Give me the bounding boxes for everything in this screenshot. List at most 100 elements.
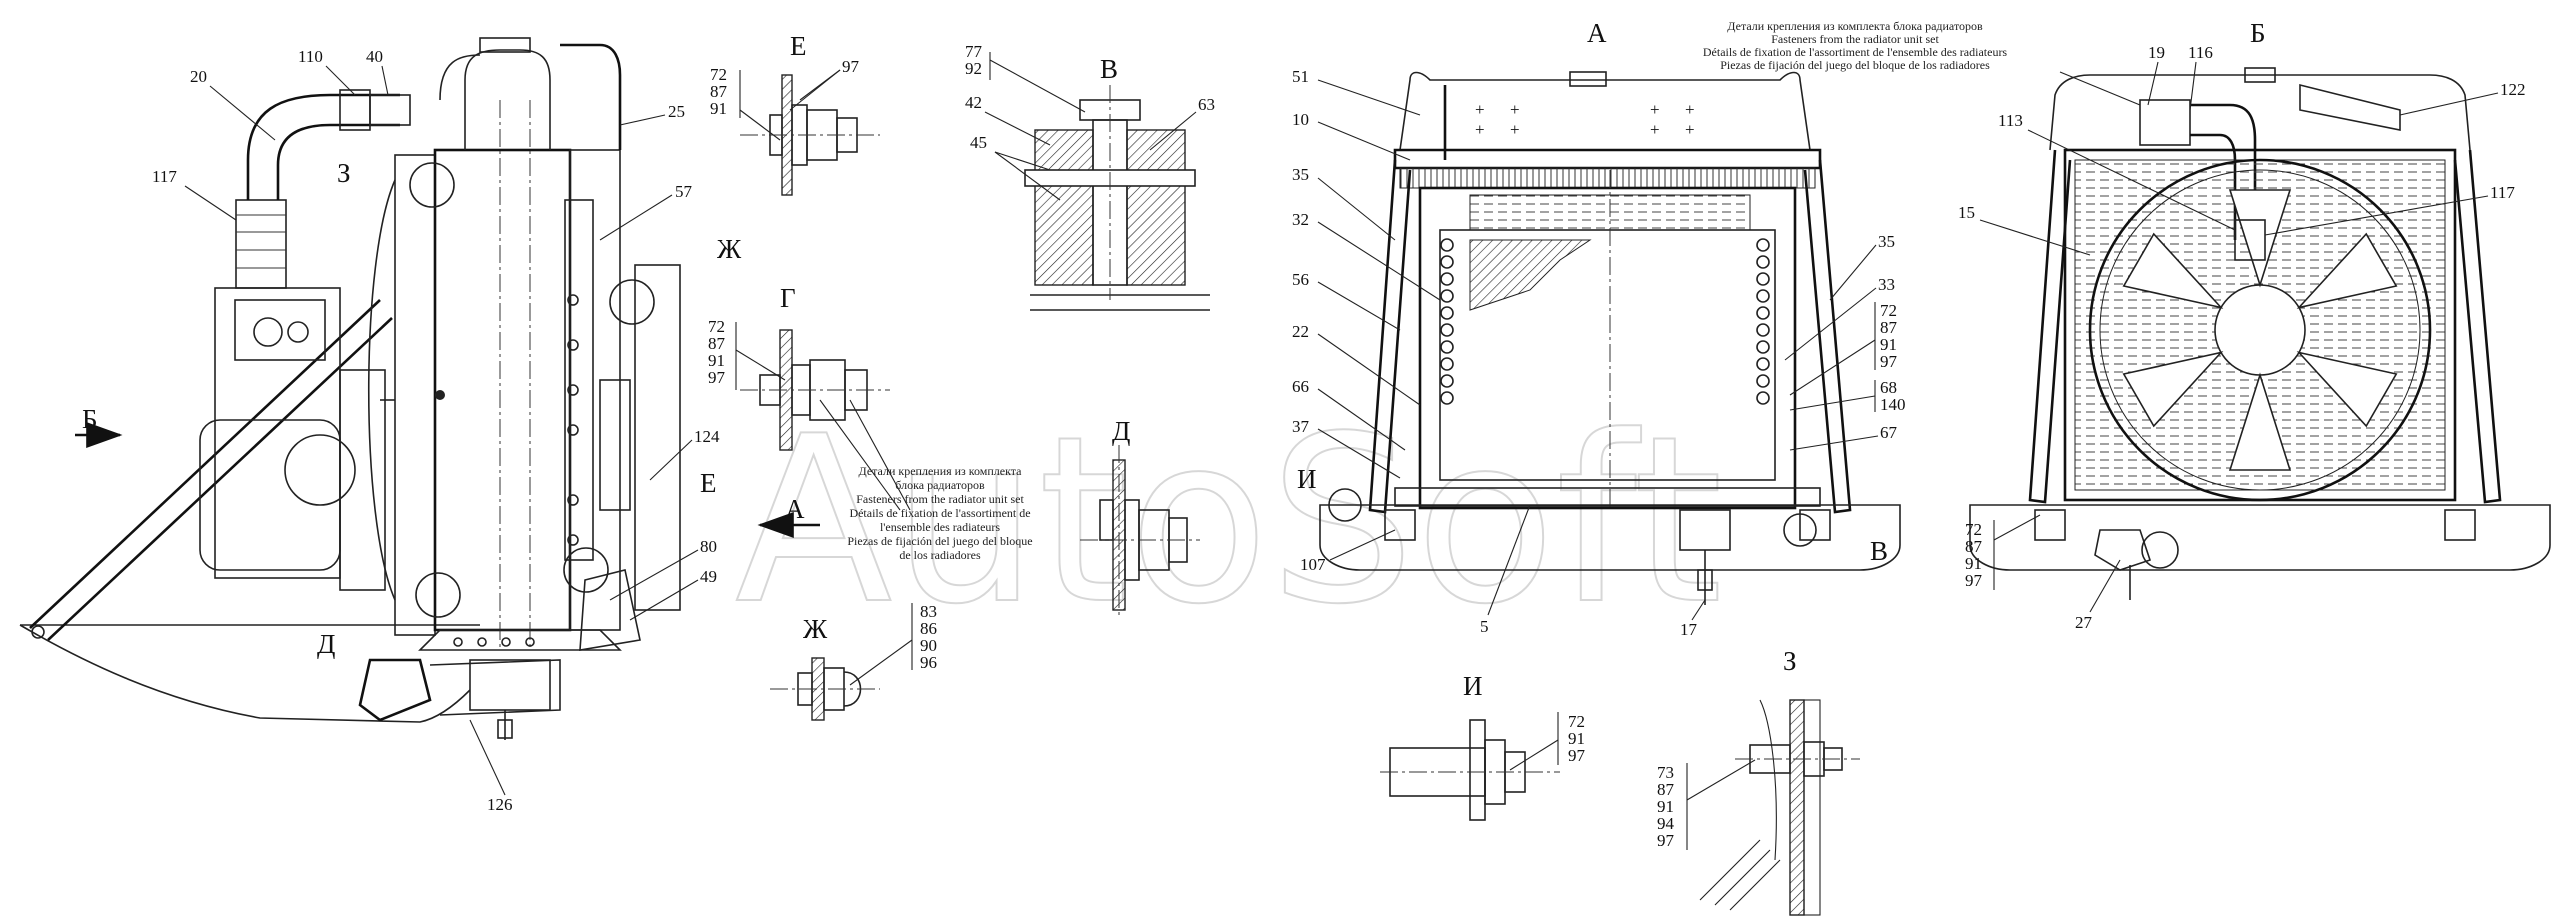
detail-e-callout-87: 87 xyxy=(710,82,728,101)
callout-19: 19 xyxy=(2148,43,2165,62)
detail-v-callout-77: 77 xyxy=(965,42,983,61)
callout-10: 10 xyxy=(1292,110,1309,129)
detail-e-callout-97: 97 xyxy=(842,57,860,76)
detail-zh: Ж 83 86 90 96 xyxy=(770,602,937,721)
detail-v-marker: В xyxy=(1870,536,1888,566)
front-view-right-callouts: 35 33 72 87 91 97 68 140 67 5 17 xyxy=(1480,232,1906,639)
rear-callout-97: 97 xyxy=(1965,571,1983,590)
svg-text:+: + xyxy=(1510,100,1520,119)
detail-v-title: В xyxy=(1100,54,1118,84)
rear-callout-72: 72 xyxy=(1965,520,1982,539)
side-view-callouts: 20 110 40 25 117 57 124 80 49 126 xyxy=(152,47,720,814)
detail-zh-callout-83: 83 xyxy=(920,602,937,621)
callout-22: 22 xyxy=(1292,322,1309,341)
note-line-6: Piezas de fijación del juego del bloque xyxy=(847,534,1032,548)
detail-i-callout-97: 97 xyxy=(1568,746,1586,765)
detail-zh-title: Ж xyxy=(803,614,828,644)
detail-callout-e xyxy=(563,547,609,593)
callout-116: 116 xyxy=(2188,43,2213,62)
detail-g-callout-97: 97 xyxy=(708,368,726,387)
front-bolt-column-left xyxy=(1440,238,1454,405)
callout-117-rear: 117 xyxy=(2490,183,2515,202)
detail-e-callout-72: 72 xyxy=(710,65,727,84)
note-top-line-3: Détails de fixation de l'assortiment de … xyxy=(1703,45,2008,59)
callout-124: 124 xyxy=(694,427,720,446)
detail-g-callout-87: 87 xyxy=(708,334,726,353)
note-top-line-4: Piezas de fijación del juego del bloque … xyxy=(1720,58,1990,72)
detail-v-stack: 77 92 xyxy=(965,42,983,78)
front-callout-87: 87 xyxy=(1880,318,1898,337)
callout-32: 32 xyxy=(1292,210,1309,229)
detail-z-callout-87: 87 xyxy=(1657,780,1675,799)
callout-113: 113 xyxy=(1998,111,2023,130)
detail-g-callout-72: 72 xyxy=(708,317,725,336)
callout-27: 27 xyxy=(2075,613,2093,632)
callout-20: 20 xyxy=(190,67,207,86)
rear-view-title: Б xyxy=(2250,18,2266,48)
detail-callout-d xyxy=(415,572,461,618)
svg-text:+: + xyxy=(1650,120,1660,139)
detail-callout-zh xyxy=(609,279,655,325)
callout-33: 33 xyxy=(1878,275,1895,294)
svg-text:+: + xyxy=(1475,120,1485,139)
fan-shroud xyxy=(2088,158,2432,502)
detail-zh-callout-90: 90 xyxy=(920,636,937,655)
callout-49: 49 xyxy=(700,567,717,586)
detail-e-callout-91: 91 xyxy=(710,99,727,118)
detail-i-marker: И xyxy=(1297,464,1317,494)
callout-51: 51 xyxy=(1292,67,1309,86)
fan-blades xyxy=(2122,189,2398,471)
note-line-4: Détails de fixation de l'assortiment de xyxy=(849,506,1030,520)
detail-e-stack: 72 87 91 xyxy=(710,65,728,118)
detail-callout-z xyxy=(409,162,455,208)
detail-z-callout-91: 91 xyxy=(1657,797,1674,816)
front-callout-140: 140 xyxy=(1880,395,1906,414)
note-line-2: блока радиаторов xyxy=(895,478,985,492)
note-top-line-1: Детали крепления из комплекта блока ради… xyxy=(1727,19,1983,33)
note-line-7: de los radiadores xyxy=(899,548,981,562)
watermark: AutoSoft xyxy=(735,388,1723,655)
front-callout-91: 91 xyxy=(1880,335,1897,354)
front-bolt-column-right xyxy=(1756,238,1770,405)
callout-122: 122 xyxy=(2500,80,2526,99)
detail-z-callout-73: 73 xyxy=(1657,763,1674,782)
callout-5: 5 xyxy=(1480,617,1489,636)
callout-107: 107 xyxy=(1300,555,1326,574)
rear-stack: 72 87 91 97 xyxy=(1965,520,1983,590)
callout-57: 57 xyxy=(675,182,693,201)
fasteners-note-center: Детали крепления из комплекта блока ради… xyxy=(847,464,1032,562)
svg-text:+: + xyxy=(1685,100,1695,119)
front-callout-97: 97 xyxy=(1880,352,1898,371)
front-view-left-callouts: 51 10 35 32 56 22 66 37 107 xyxy=(1292,67,1441,574)
note-top-line-2: Fasteners from the radiator unit set xyxy=(1771,32,1939,46)
rear-callout-87: 87 xyxy=(1965,537,1983,556)
front-stack-b: 68 140 xyxy=(1880,378,1906,414)
note-line-1: Детали крепления из комплекта xyxy=(858,464,1022,478)
detail-z-callout-94: 94 xyxy=(1657,814,1675,833)
front-callout-68: 68 xyxy=(1880,378,1897,397)
detail-zh-callout-96: 96 xyxy=(920,653,937,672)
detail-i-callout-72: 72 xyxy=(1568,712,1585,731)
detail-e-marker: Е xyxy=(700,468,717,498)
detail-g: Г 72 87 91 97 А Детали крепления из комп… xyxy=(708,283,1033,562)
detail-zh-marker: Ж xyxy=(717,234,742,264)
detail-v-callout-63: 63 xyxy=(1198,95,1215,114)
callout-117: 117 xyxy=(152,167,177,186)
callout-35-right: 35 xyxy=(1878,232,1895,251)
rear-view-callouts: 19 116 122 113 15 117 27 xyxy=(1958,43,2526,632)
detail-z: З 73 87 91 94 97 xyxy=(1657,646,1860,916)
callout-37: 37 xyxy=(1292,417,1310,436)
detail-v-callout-45: 45 xyxy=(970,133,987,152)
detail-v: В 77 92 42 45 63 xyxy=(965,42,1215,311)
detail-i-stack: 72 91 97 xyxy=(1568,712,1586,765)
rear-view-b: Б 19 xyxy=(1958,18,2551,632)
front-stack-a: 72 87 91 97 xyxy=(1880,301,1898,371)
callout-35-left: 35 xyxy=(1292,165,1309,184)
callout-25: 25 xyxy=(668,102,685,121)
view-a-marker: А xyxy=(785,494,805,524)
front-view-title: А xyxy=(1587,18,1607,48)
detail-v-callout-92: 92 xyxy=(965,59,982,78)
detail-d: Д xyxy=(1080,416,1200,615)
svg-text:+: + xyxy=(1650,100,1660,119)
